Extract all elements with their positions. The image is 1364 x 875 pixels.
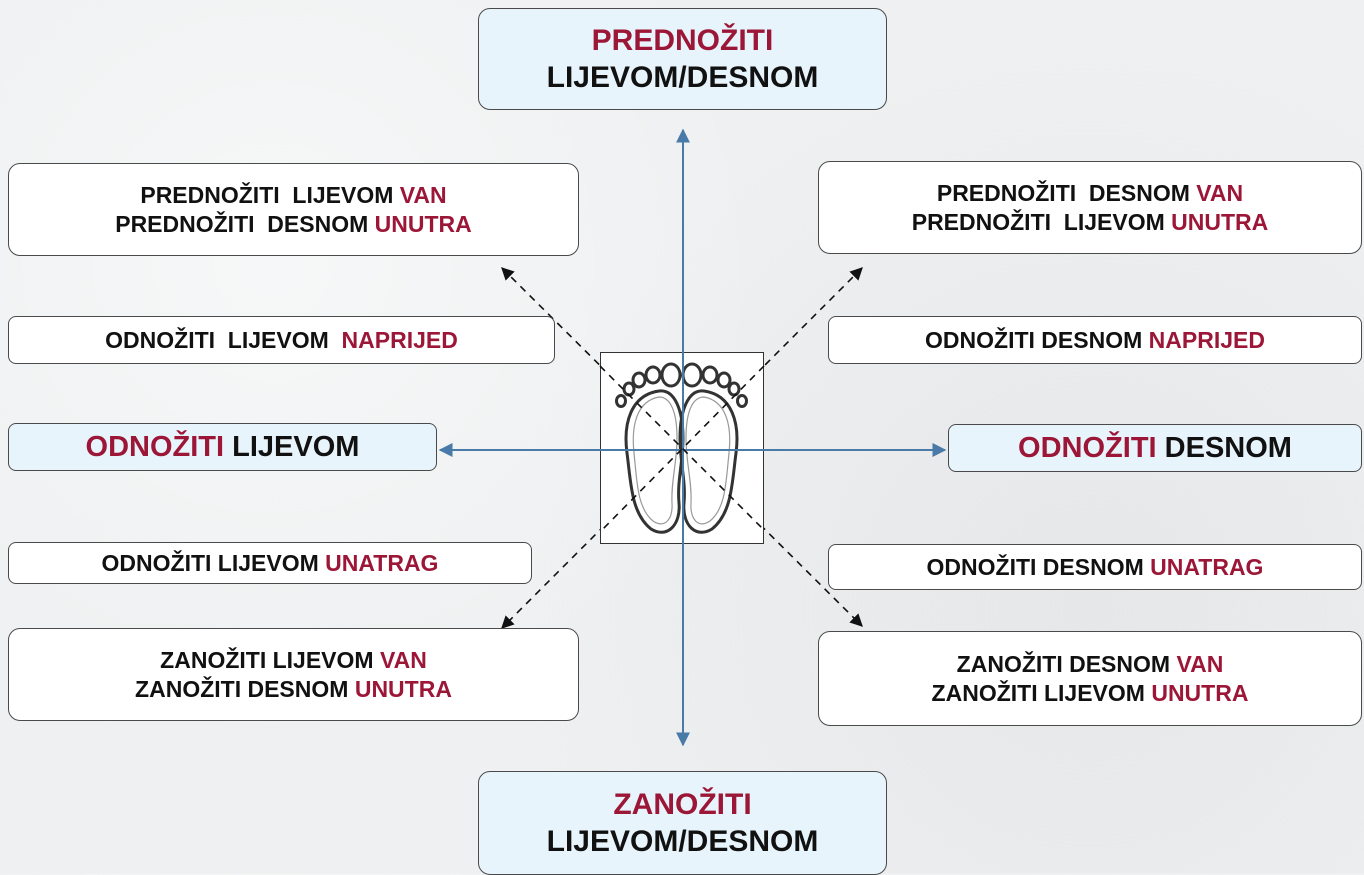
box-backward: ZANOŽITI LIJEVOM/DESNOM — [478, 771, 887, 875]
box-forward-right-out-line1: PREDNOŽITI DESNOM VAN — [936, 179, 1244, 206]
box-forward-right-out: PREDNOŽITI DESNOM VAN PREDNOŽITI LIJEVOM… — [818, 161, 1362, 254]
box-side-right-forward: ODNOŽITI DESNOM NAPRIJED — [828, 316, 1362, 364]
box-backward-left-out: ZANOŽITI LIJEVOM VAN ZANOŽITI DESNOM UNU… — [8, 628, 579, 721]
box-side-left-backward: ODNOŽITI LIJEVOM UNATRAG — [8, 542, 532, 584]
box-forward-side: LIJEVOM/DESNOM — [546, 61, 819, 94]
box-backward-right-out-line1: ZANOŽITI DESNOM VAN — [956, 650, 1224, 677]
feet-icon — [615, 362, 748, 534]
box-side-right-backward: ODNOŽITI DESNOM UNATRAG — [828, 544, 1362, 590]
box-backward-right-out: ZANOŽITI DESNOM VAN ZANOŽITI LIJEVOM UNU… — [818, 631, 1362, 726]
box-side-left: ODNOŽITI LIJEVOM — [8, 423, 437, 471]
box-side-right: ODNOŽITI DESNOM — [948, 424, 1362, 472]
box-forward: PREDNOŽITI LIJEVOM/DESNOM — [478, 8, 887, 110]
box-backward-left-out-line1: ZANOŽITI LIJEVOM VAN — [160, 646, 427, 673]
box-forward-left-out: PREDNOŽITI LIJEVOM VAN PREDNOŽITI DESNOM… — [8, 163, 579, 256]
box-backward-left-out-line2: ZANOŽITI DESNOM UNUTRA — [135, 675, 452, 702]
box-forward-left-out-line2: PREDNOŽITI DESNOM UNUTRA — [115, 210, 472, 237]
box-forward-action: PREDNOŽITI — [591, 23, 774, 57]
box-forward-right-out-line2: PREDNOŽITI LIJEVOM UNUTRA — [911, 208, 1269, 235]
box-backward-side: LIJEVOM/DESNOM — [546, 825, 819, 858]
box-backward-right-out-line2: ZANOŽITI LIJEVOM UNUTRA — [931, 679, 1249, 706]
feet-image — [600, 352, 764, 544]
box-forward-left-out-line1: PREDNOŽITI LIJEVOM VAN — [140, 181, 447, 208]
diagonal-arrow-ne-sw — [501, 267, 863, 629]
box-backward-action: ZANOŽITI — [613, 787, 752, 821]
box-side-left-forward: ODNOŽITI LIJEVOM NAPRIJED — [8, 316, 555, 364]
